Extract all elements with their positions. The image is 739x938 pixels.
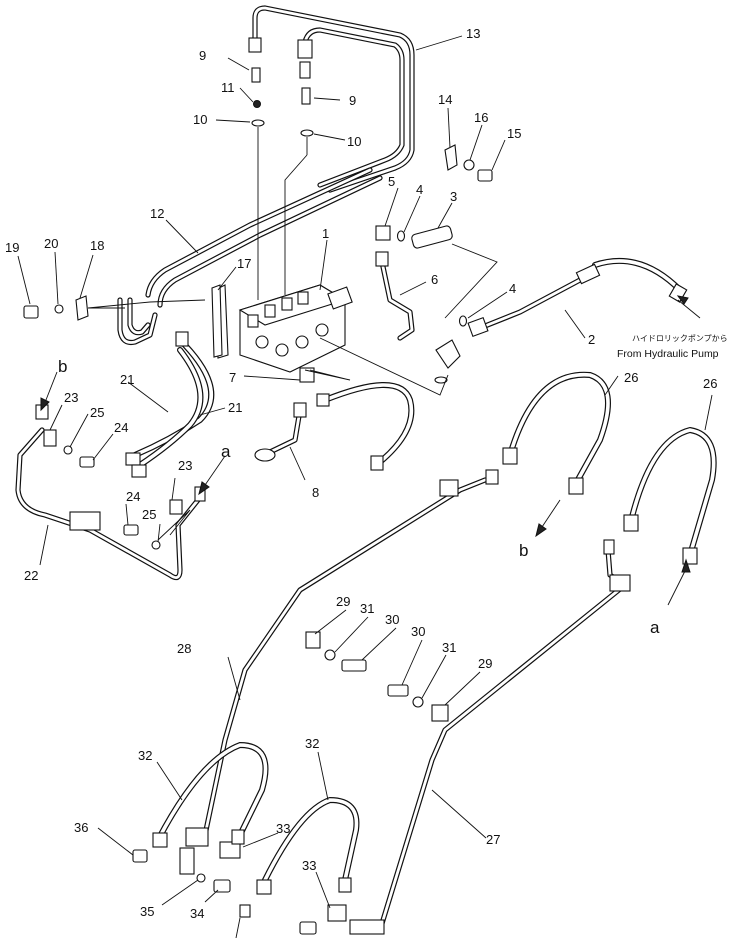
hose-32-right — [262, 796, 360, 883]
label-33: 33 — [302, 858, 316, 873]
hose-26-right — [627, 426, 717, 558]
label-17: 17 — [237, 256, 251, 271]
label-4: 4 — [509, 281, 516, 296]
label-21: 21 — [228, 400, 242, 415]
hose-26-left — [507, 371, 611, 488]
label-8: 8 — [312, 485, 319, 500]
label-5: 5 — [388, 174, 395, 189]
leader-lines — [17, 35, 713, 938]
label-36: 36 — [74, 820, 88, 835]
label-26: 26 — [703, 376, 717, 391]
label-19: 19 — [5, 240, 19, 255]
label-30: 30 — [385, 612, 399, 627]
label-30: 30 — [411, 624, 425, 639]
hose-32-left — [155, 741, 269, 843]
pipe-13 — [252, 5, 415, 193]
label-16: 16 — [474, 110, 488, 125]
label-13: 13 — [466, 26, 480, 41]
label-31: 31 — [360, 601, 374, 616]
label-22: 22 — [24, 568, 38, 583]
label-10: 10 — [347, 134, 361, 149]
pipe-2 — [477, 277, 583, 331]
label-7: 7 — [229, 370, 236, 385]
label-26: 26 — [624, 370, 638, 385]
label-34: 34 — [190, 906, 204, 921]
note-english: From Hydraulic Pump — [617, 348, 719, 360]
label-15: 15 — [507, 126, 521, 141]
label-9: 9 — [349, 93, 356, 108]
label-24: 24 — [126, 489, 140, 504]
label-6: 6 — [431, 272, 438, 287]
label-25: 25 — [90, 405, 104, 420]
pipe-27 — [377, 547, 628, 933]
label-32: 32 — [138, 748, 152, 763]
label-23: 23 — [178, 458, 192, 473]
pipe-6 — [379, 259, 415, 341]
label-10: 10 — [193, 112, 207, 127]
label-9: 9 — [199, 48, 206, 63]
label-28: 28 — [177, 641, 191, 656]
part-labels: 1 2 3 4 4 5 6 7 8 9 9 10 10 11 12 13 14 … — [5, 26, 717, 921]
label-25: 25 — [142, 507, 156, 522]
label-2: 2 — [588, 332, 595, 347]
label-18: 18 — [90, 238, 104, 253]
label-31: 31 — [442, 640, 456, 655]
label-11: 11 — [221, 80, 235, 95]
label-20: 20 — [44, 236, 58, 251]
pipe-28 — [202, 477, 488, 838]
pipe-18-loop — [117, 297, 158, 346]
label-12: 12 — [150, 206, 164, 221]
fittings — [23, 37, 698, 935]
arrow-letter-a-right: a — [650, 618, 660, 637]
hose-21-lower — [137, 347, 204, 468]
arrow-letter-b-right: b — [519, 541, 528, 560]
label-33: 33 — [276, 821, 290, 836]
pipe-8 — [267, 407, 303, 455]
label-21: 21 — [120, 372, 134, 387]
label-29: 29 — [478, 656, 492, 671]
label-32: 32 — [305, 736, 319, 751]
note-japanese: ハイドロリックポンプから — [632, 334, 728, 343]
hose-2 — [592, 257, 683, 293]
label-24: 24 — [114, 420, 128, 435]
label-1: 1 — [322, 226, 329, 241]
control-valve-1 — [214, 284, 353, 373]
label-27: 27 — [486, 832, 500, 847]
arrow-letter-b-left: b — [58, 357, 67, 376]
hydraulic-pump-note: ハイドロリックポンプから From Hydraulic Pump — [617, 334, 728, 360]
hose-21-upper — [132, 337, 215, 458]
label-35: 35 — [140, 904, 154, 919]
label-23: 23 — [64, 390, 78, 405]
label-3: 3 — [450, 189, 457, 204]
label-29: 29 — [336, 594, 350, 609]
arrow-letters: b a b a — [58, 357, 660, 637]
label-14: 14 — [438, 92, 452, 107]
label-4: 4 — [416, 182, 423, 197]
hose-8 — [322, 382, 415, 465]
arrow-letter-a-left: a — [221, 442, 231, 461]
